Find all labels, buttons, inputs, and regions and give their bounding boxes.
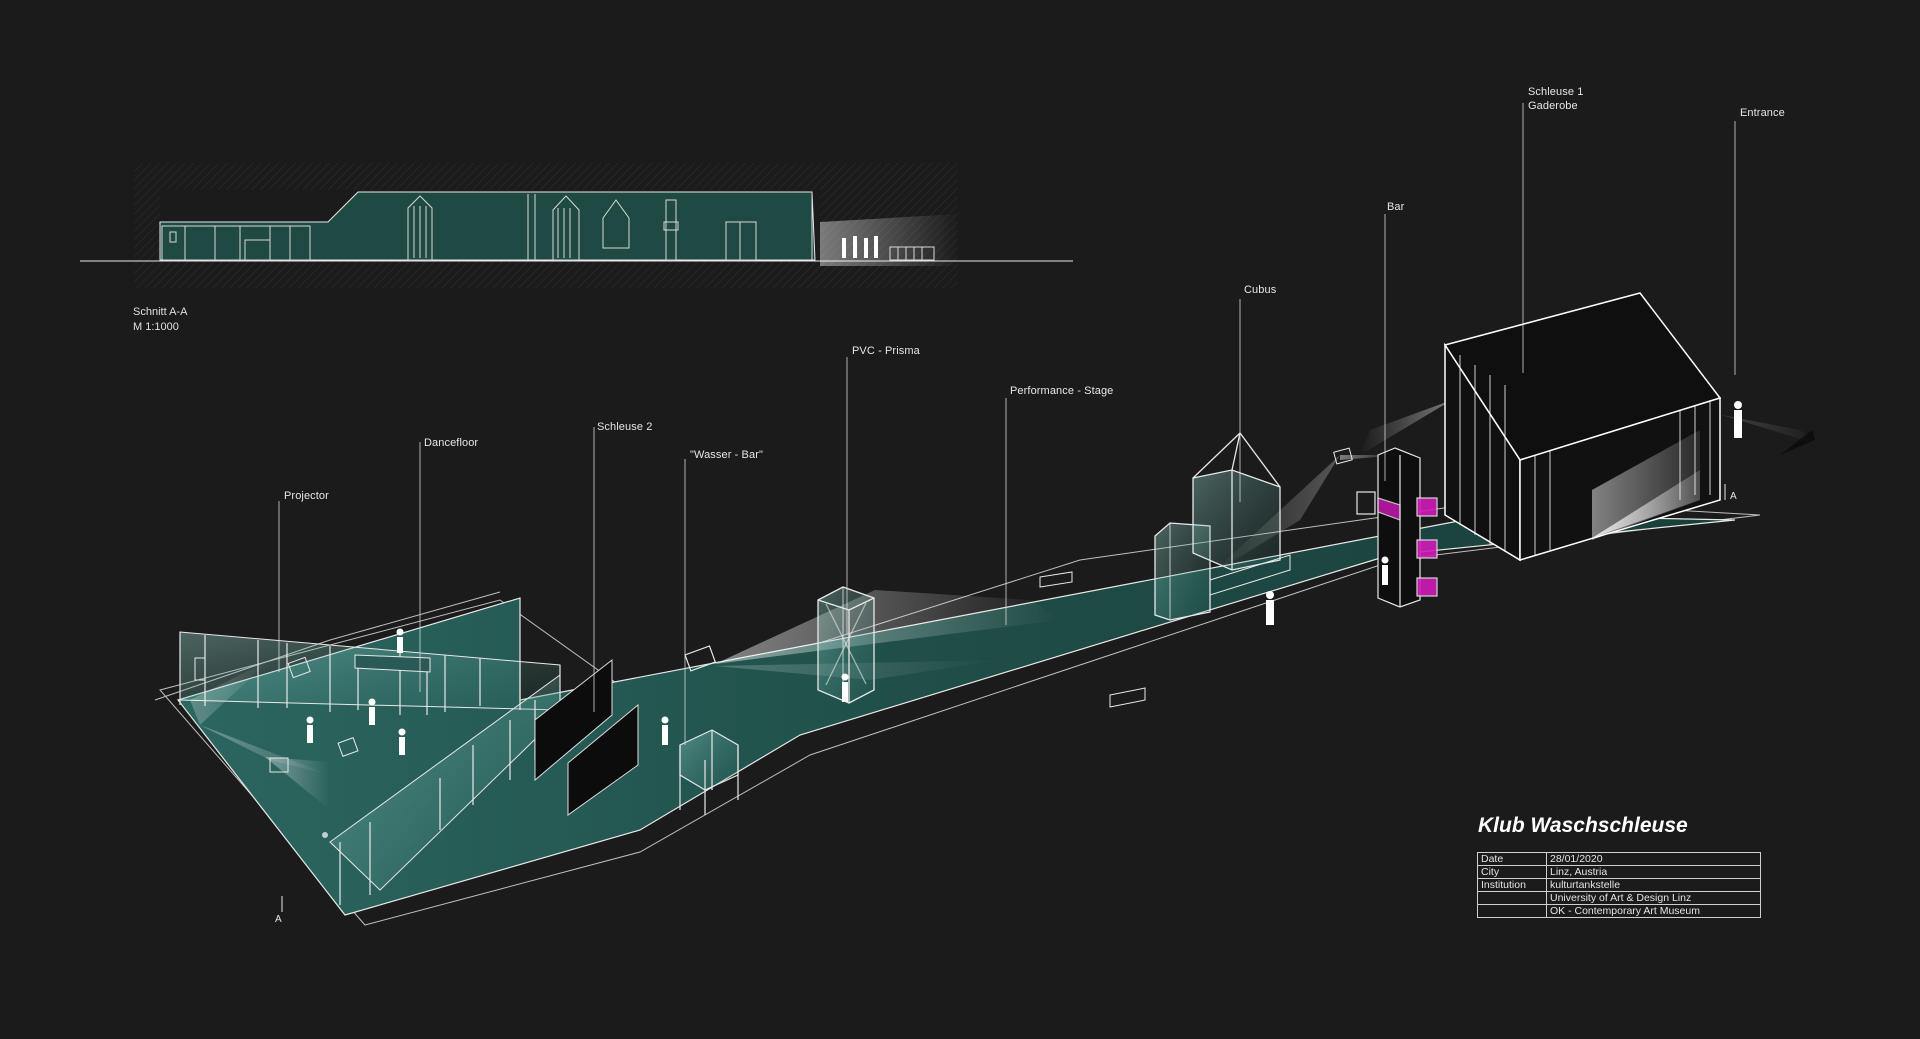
table-value: Linz, Austria: [1546, 865, 1761, 879]
section-scale: M 1:1000: [133, 321, 179, 333]
label-dancefloor: Dancefloor: [424, 437, 479, 449]
section-title: Schnitt A-A: [133, 306, 188, 318]
table-value: 28/01/2020: [1546, 852, 1761, 866]
table-key: City: [1477, 865, 1547, 879]
label-schleuse-1: Schleuse 1 Gaderobe: [1528, 85, 1583, 113]
label-cubus: Cubus: [1244, 284, 1277, 296]
label-schleuse-1-line1: Schleuse 1: [1528, 86, 1584, 98]
section-caption: Schnitt A-A M 1:1000: [133, 305, 187, 335]
section-marker-right: A: [1730, 491, 1737, 502]
label-schleuse-1-line2: Gaderobe: [1528, 100, 1578, 112]
label-schleuse-2: Schleuse 2: [597, 421, 653, 433]
table-key: Date: [1477, 852, 1547, 866]
label-performance-stage: Performance - Stage: [1010, 385, 1114, 397]
section-drawing: [80, 163, 1073, 288]
table-row: University of Art & Design Linz: [1477, 891, 1761, 905]
label-entrance: Entrance: [1740, 107, 1785, 119]
project-title: Klub Waschschleuse: [1478, 814, 1688, 837]
table-value: OK - Contemporary Art Museum: [1546, 904, 1761, 918]
table-key: [1477, 891, 1547, 905]
table-value: University of Art & Design Linz: [1546, 891, 1761, 905]
table-key: Institution: [1477, 878, 1547, 892]
leader-lines: [278, 103, 1736, 745]
floor-plan: [154, 292, 1820, 926]
section-marker-left: A: [275, 914, 282, 925]
table-key: [1477, 904, 1547, 918]
label-bar: Bar: [1387, 201, 1405, 213]
table-row: OK - Contemporary Art Museum: [1477, 904, 1761, 918]
label-wasser-bar: "Wasser - Bar": [690, 449, 763, 461]
label-pvc-prisma: PVC - Prisma: [852, 345, 920, 357]
label-projector: Projector: [284, 490, 329, 502]
table-value: kulturtankstelle: [1546, 878, 1761, 892]
